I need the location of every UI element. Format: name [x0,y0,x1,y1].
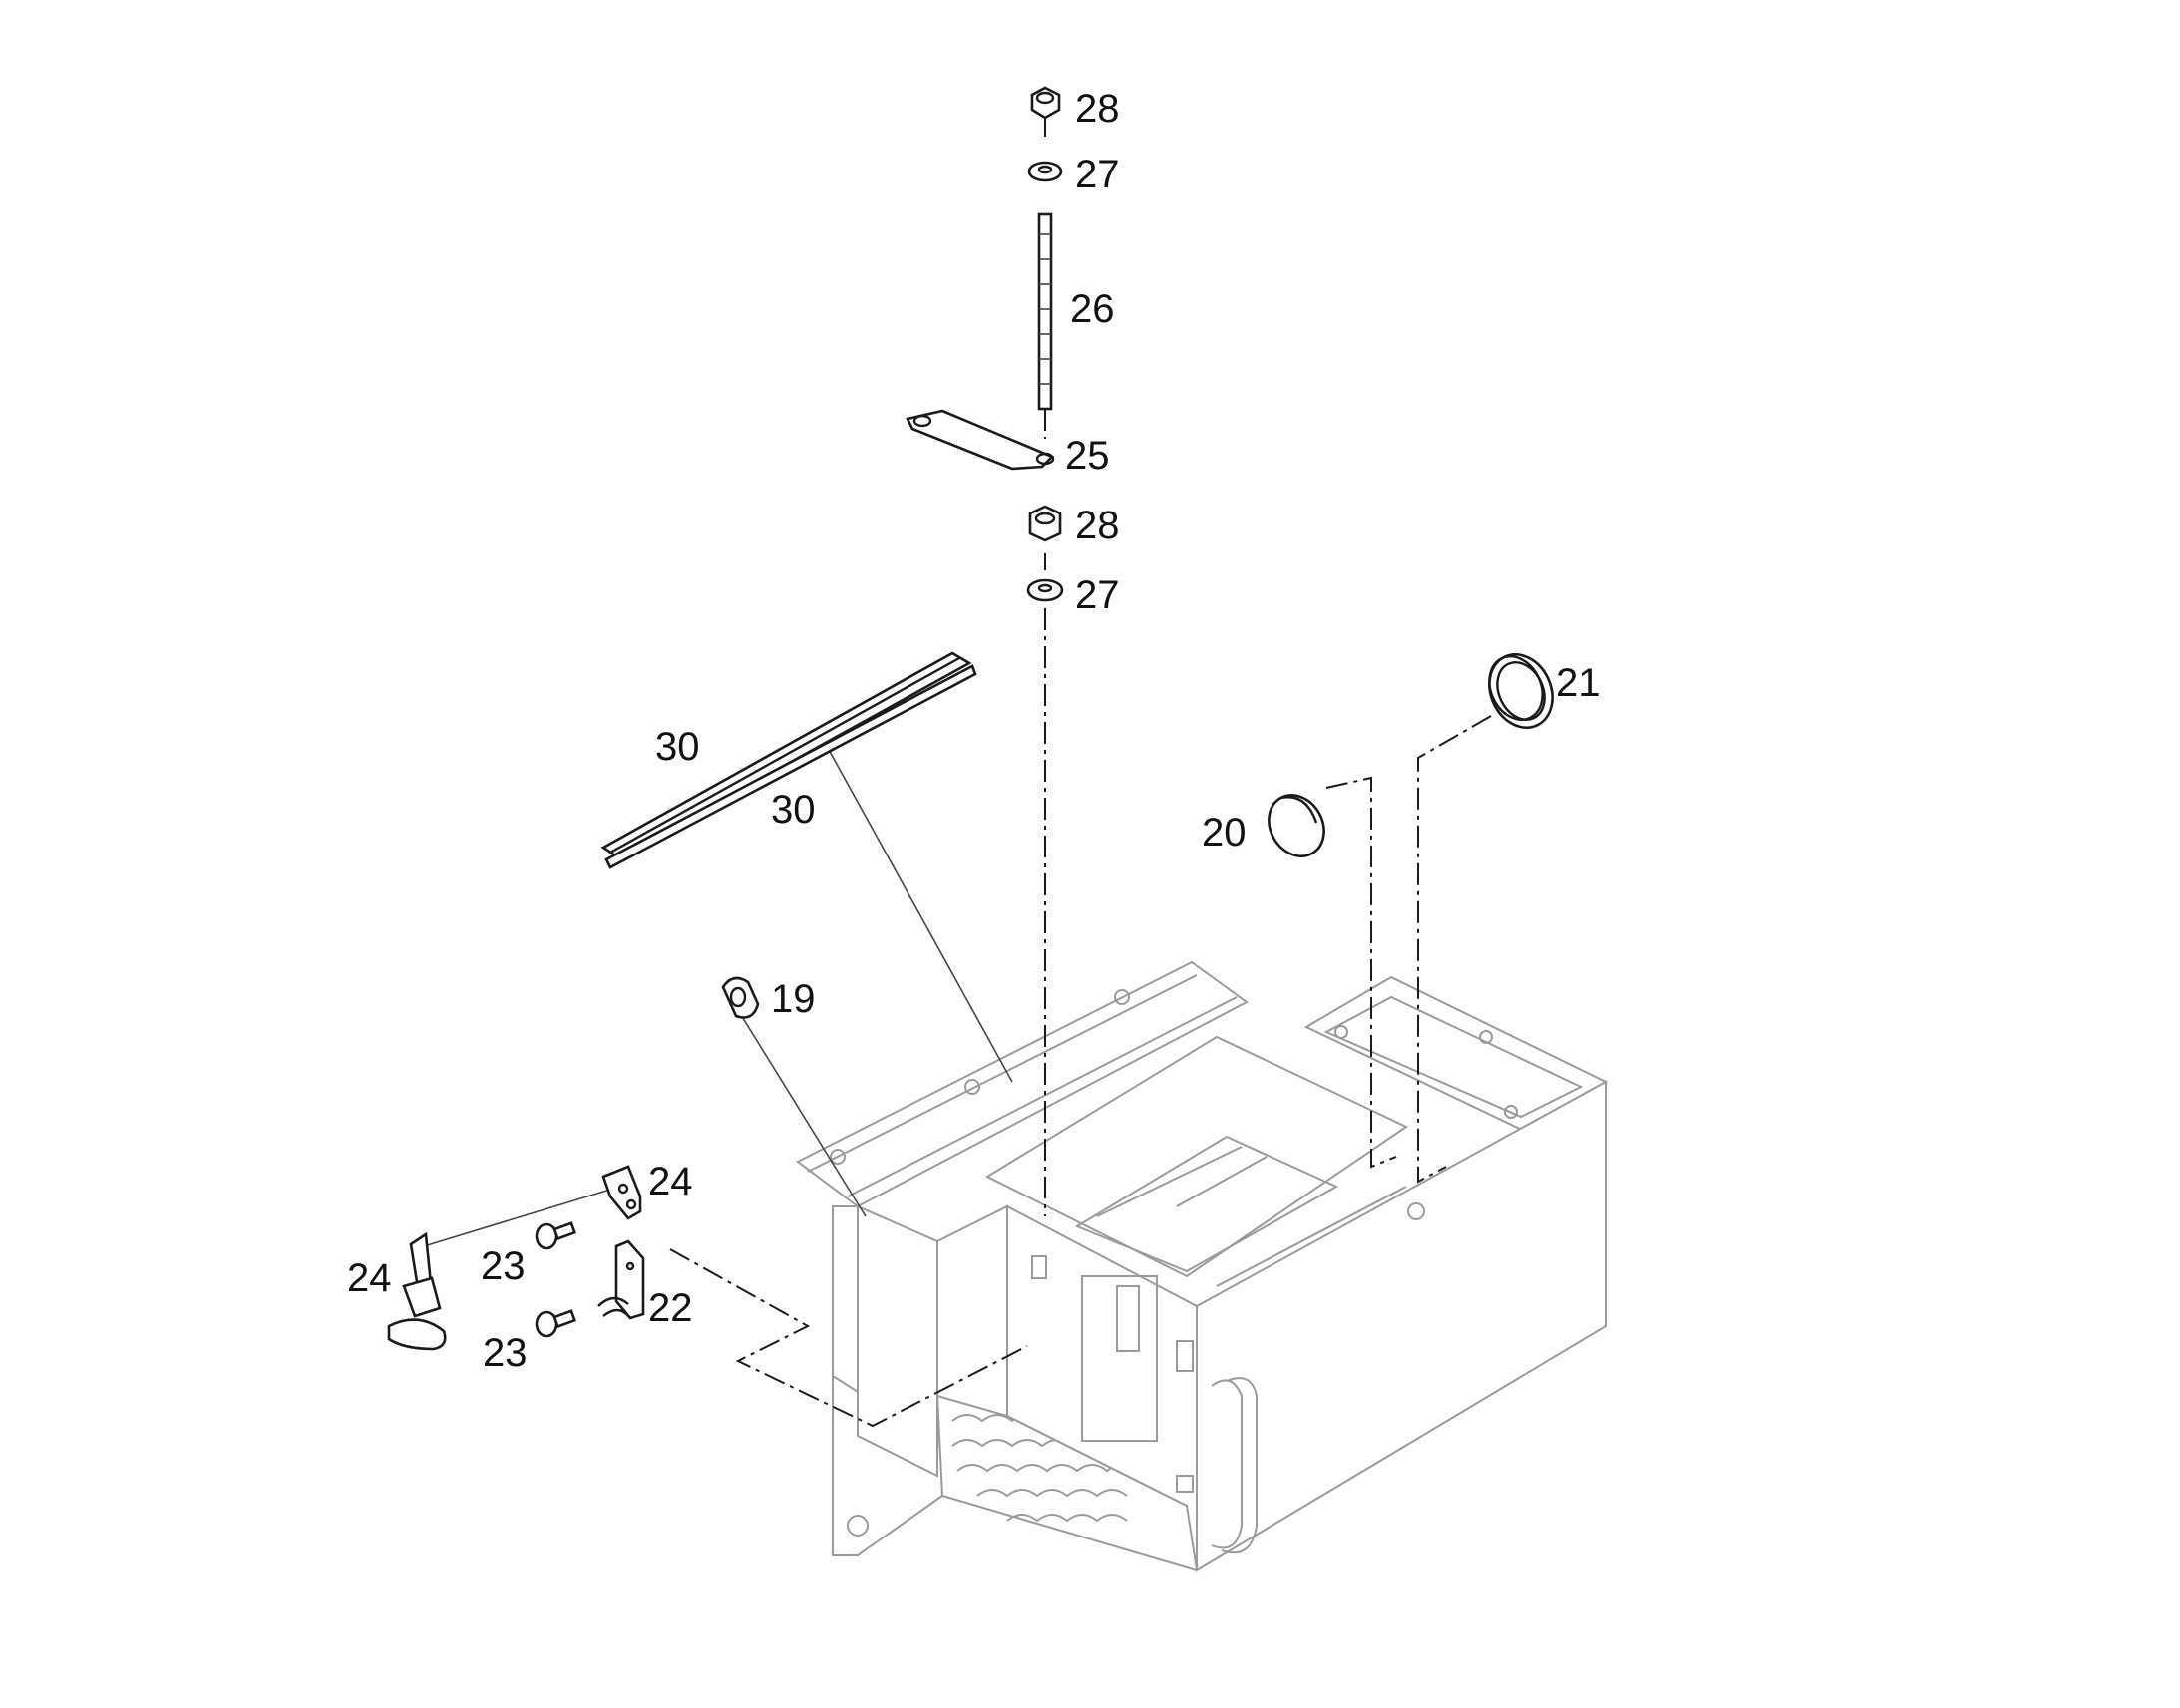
latch-bracket-24 [601,1165,642,1220]
callout-26: 26 [1070,287,1115,331]
callout-30-lower: 30 [771,788,816,832]
grommet-ring-21 [1488,653,1554,729]
hex-nut-28-lower [1028,505,1062,542]
screw-23-upper [535,1221,577,1250]
assembly-lines [423,115,1492,1428]
callout-23-lower: 23 [483,1331,528,1375]
callout-24-bracket: 24 [648,1160,693,1203]
latch-handle-24 [387,1231,447,1351]
seal-strip-30 [600,651,977,869]
clamp-bar-25 [906,409,1055,471]
callout-labels: 28 27 26 25 28 27 21 30 30 20 19 24 24 2… [347,87,1601,1375]
callout-27-top: 27 [1075,153,1120,196]
washer-27-lower [1026,578,1064,602]
callout-23-upper: 23 [481,1244,526,1288]
callout-22: 22 [648,1286,693,1330]
battery-box-housing [796,960,1609,1572]
screw-23-lower [535,1309,577,1338]
callout-28-lower: 28 [1075,504,1120,547]
callout-24-handle: 24 [347,1256,392,1300]
callout-21: 21 [1556,661,1601,705]
hex-nut-28-top [1030,86,1061,120]
callout-19: 19 [771,977,816,1021]
clip-19 [721,976,760,1019]
callout-20: 20 [1202,811,1247,854]
threaded-rod-26 [1037,212,1053,411]
blanking-cap-20 [1268,794,1325,857]
callout-25: 25 [1065,434,1110,478]
callout-28-top: 28 [1075,87,1120,131]
callout-27-lower: 27 [1075,573,1120,617]
callout-30-upper: 30 [655,725,700,769]
washer-27-top [1027,161,1063,182]
latch-plate-22 [597,1239,645,1320]
